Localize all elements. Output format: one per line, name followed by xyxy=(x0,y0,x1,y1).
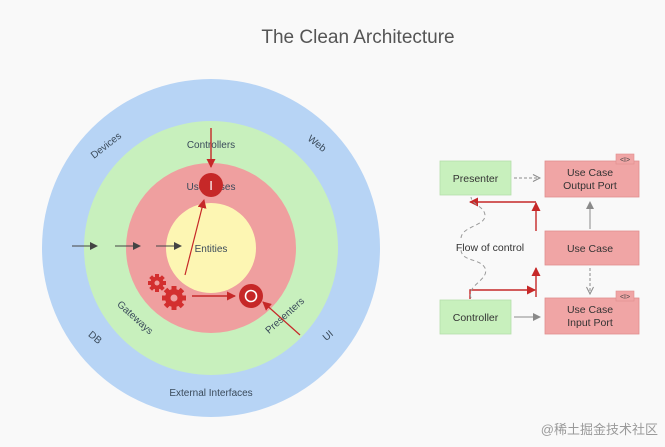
flow-arrow-controller-to-input-port xyxy=(469,285,536,299)
input-port-interface-tag xyxy=(615,290,635,302)
ring-label-external-interfaces: External Interfaces xyxy=(169,388,252,399)
use-case-input-port-box xyxy=(544,297,640,335)
presenter-label: Presenter xyxy=(453,173,499,185)
control-arrow-output-to-presenter xyxy=(262,301,301,336)
output-port-interface-tag xyxy=(615,153,635,165)
entities-core xyxy=(166,203,256,293)
presenter-box xyxy=(439,160,512,196)
input-port-letter: I xyxy=(209,178,213,193)
output-port-interface-text: <I> xyxy=(620,157,630,164)
use-case-box xyxy=(544,230,640,266)
output-port-ring xyxy=(244,289,258,303)
output-port-label-line1: Use Case xyxy=(567,167,613,179)
diagram-title: The Clean Architecture xyxy=(261,27,454,48)
input-port-label-line2: Input Port xyxy=(567,317,613,329)
output-port-label-line2: Output Port xyxy=(563,180,617,192)
input-port-label-line1: Use Case xyxy=(567,304,613,316)
gear-icon-small xyxy=(148,274,166,292)
input-port-interface-text: <I> xyxy=(620,294,630,301)
controller-label: Controller xyxy=(453,312,499,324)
use-case-label: Use Case xyxy=(567,243,613,255)
input-port-icon xyxy=(199,173,223,197)
watermark-text: @稀土掘金技术社区 xyxy=(541,422,658,437)
flow-of-control-curve-lower xyxy=(460,249,487,299)
output-port-icon xyxy=(239,284,263,308)
controller-box xyxy=(439,299,512,335)
flow-of-control-label: Flow of control xyxy=(456,242,524,254)
use-case-output-port-box xyxy=(544,160,640,198)
control-arrow-gear-to-input xyxy=(184,199,207,276)
core-label-entities: Entities xyxy=(195,244,228,255)
flow-of-control-curve-upper xyxy=(460,196,486,239)
gear-icon-large xyxy=(162,286,186,310)
